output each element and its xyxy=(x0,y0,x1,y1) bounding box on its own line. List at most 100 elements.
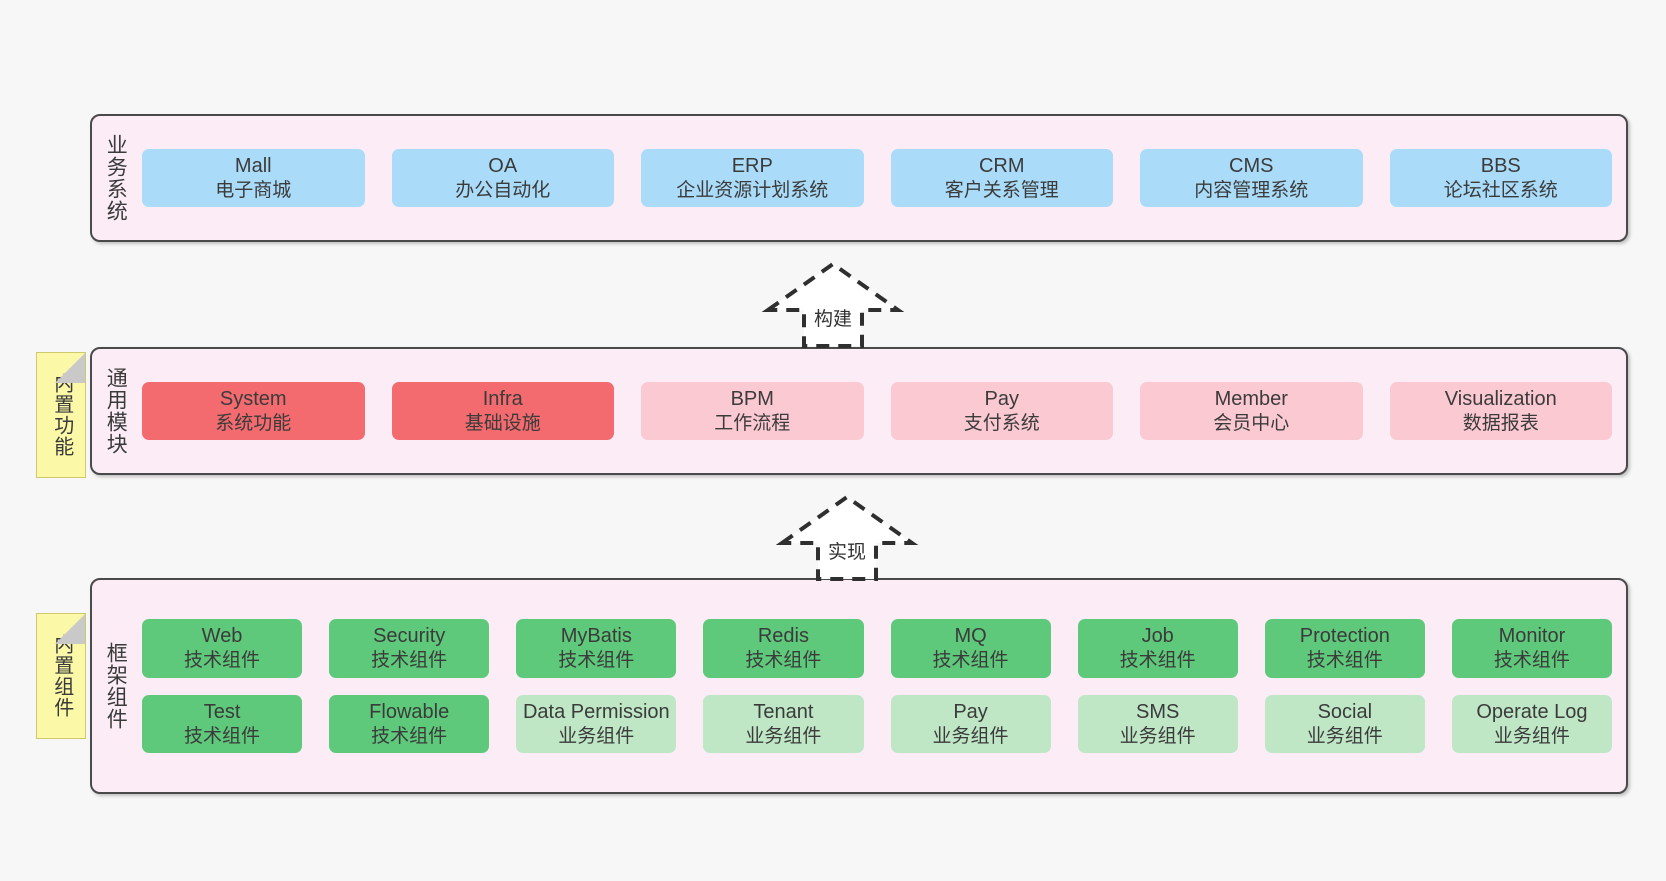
card-cms[interactable]: CMS 内容管理系统 xyxy=(1140,148,1363,208)
card-title: MQ xyxy=(954,624,987,647)
layer-business-systems: 业务系统 Mall 电子商城 OA 办公自动化 ERP 企业资源计划系统 CRM… xyxy=(90,114,1628,242)
card-title: BBS xyxy=(1480,154,1521,177)
card-security[interactable]: Security 技术组件 xyxy=(329,618,490,678)
card-subtitle: 技术组件 xyxy=(558,649,635,671)
card-title: ERP xyxy=(731,154,773,177)
card-subtitle: 基础设施 xyxy=(464,412,541,434)
up-arrow-icon xyxy=(775,494,919,581)
card-title: System xyxy=(219,387,287,410)
card-title: SMS xyxy=(1136,700,1180,723)
card-title: Flowable xyxy=(369,700,450,723)
card-subtitle: 业务组件 xyxy=(745,725,822,747)
card-erp[interactable]: ERP 企业资源计划系统 xyxy=(641,148,864,208)
card-title: Job xyxy=(1141,624,1174,647)
layer-body-common-modules: System 系统功能 Infra 基础设施 BPM 工作流程 Pay 支付系统… xyxy=(138,349,1626,473)
card-row: Web 技术组件 Security 技术组件 MyBatis 技术组件 Redi… xyxy=(142,618,1612,678)
card-title: Web xyxy=(201,624,243,647)
card-subtitle: 工作流程 xyxy=(714,412,791,434)
card-title: Infra xyxy=(482,387,523,410)
card-title: Visualization xyxy=(1444,387,1557,410)
card-subtitle: 会员中心 xyxy=(1213,412,1290,434)
card-row: Mall 电子商城 OA 办公自动化 ERP 企业资源计划系统 CRM 客户关系… xyxy=(142,148,1612,208)
card-subtitle: 论坛社区系统 xyxy=(1443,179,1558,201)
card-infra[interactable]: Infra 基础设施 xyxy=(391,381,614,441)
card-subtitle: 企业资源计划系统 xyxy=(676,179,829,201)
layer-framework-components: 框架组件 Web 技术组件 Security 技术组件 MyBatis 技术组件… xyxy=(90,578,1628,794)
card-sms[interactable]: SMS 业务组件 xyxy=(1077,694,1238,754)
layer-body-business-systems: Mall 电子商城 OA 办公自动化 ERP 企业资源计划系统 CRM 客户关系… xyxy=(138,116,1626,240)
card-subtitle: 业务组件 xyxy=(1306,725,1383,747)
card-row: Test 技术组件 Flowable 技术组件 Data Permission … xyxy=(142,694,1612,754)
card-system[interactable]: System 系统功能 xyxy=(142,381,365,441)
card-tenant[interactable]: Tenant 业务组件 xyxy=(703,694,864,754)
layer-body-framework-components: Web 技术组件 Security 技术组件 MyBatis 技术组件 Redi… xyxy=(138,580,1626,792)
card-row: System 系统功能 Infra 基础设施 BPM 工作流程 Pay 支付系统… xyxy=(142,381,1612,441)
card-operate-log[interactable]: Operate Log 业务组件 xyxy=(1451,694,1612,754)
card-subtitle: 业务组件 xyxy=(1493,725,1570,747)
card-subtitle: 技术组件 xyxy=(1119,649,1196,671)
card-subtitle: 技术组件 xyxy=(932,649,1009,671)
card-mq[interactable]: MQ 技术组件 xyxy=(890,618,1051,678)
card-title: CMS xyxy=(1229,154,1274,177)
card-title: CRM xyxy=(978,154,1025,177)
card-subtitle: 业务组件 xyxy=(1119,725,1196,747)
note-label: 内置功能 xyxy=(50,373,73,457)
card-subtitle: 电子商城 xyxy=(215,179,292,201)
card-title: Security xyxy=(373,624,446,647)
card-subtitle: 数据报表 xyxy=(1462,412,1539,434)
card-subtitle: 办公自动化 xyxy=(455,179,551,201)
card-mall[interactable]: Mall 电子商城 xyxy=(142,148,365,208)
note-builtin-features: 内置功能 xyxy=(36,352,86,478)
card-bbs[interactable]: BBS 论坛社区系统 xyxy=(1389,148,1612,208)
card-pay-module[interactable]: Pay 支付系统 xyxy=(890,381,1113,441)
card-title: Social xyxy=(1317,700,1373,723)
card-subtitle: 技术组件 xyxy=(184,725,261,747)
card-subtitle: 技术组件 xyxy=(371,649,448,671)
card-subtitle: 系统功能 xyxy=(215,412,292,434)
card-pay-component[interactable]: Pay 业务组件 xyxy=(890,694,1051,754)
card-subtitle: 技术组件 xyxy=(1306,649,1383,671)
card-web[interactable]: Web 技术组件 xyxy=(142,618,303,678)
card-title: Tenant xyxy=(753,700,814,723)
card-subtitle: 技术组件 xyxy=(184,649,261,671)
layer-common-modules: 通用模块 System 系统功能 Infra 基础设施 BPM 工作流程 Pay… xyxy=(90,347,1628,475)
card-title: Mall xyxy=(234,154,272,177)
card-subtitle: 内容管理系统 xyxy=(1194,179,1309,201)
card-crm[interactable]: CRM 客户关系管理 xyxy=(890,148,1113,208)
card-title: Member xyxy=(1214,387,1288,410)
card-data-permission[interactable]: Data Permission 业务组件 xyxy=(516,694,677,754)
card-job[interactable]: Job 技术组件 xyxy=(1077,618,1238,678)
card-protection[interactable]: Protection 技术组件 xyxy=(1264,618,1425,678)
card-test[interactable]: Test 技术组件 xyxy=(142,694,303,754)
up-arrow-icon xyxy=(761,261,905,348)
connector-implement: 实现 xyxy=(772,491,922,581)
card-monitor[interactable]: Monitor 技术组件 xyxy=(1451,618,1612,678)
card-title: BPM xyxy=(730,387,774,410)
layer-title-business-systems: 业务系统 xyxy=(104,134,128,222)
card-social[interactable]: Social 业务组件 xyxy=(1264,694,1425,754)
card-subtitle: 技术组件 xyxy=(371,725,448,747)
card-title: Redis xyxy=(757,624,809,647)
card-subtitle: 客户关系管理 xyxy=(944,179,1059,201)
card-title: Protection xyxy=(1299,624,1390,647)
card-title: MyBatis xyxy=(560,624,632,647)
card-title: Test xyxy=(203,700,241,723)
card-subtitle: 业务组件 xyxy=(932,725,1009,747)
card-visualization[interactable]: Visualization 数据报表 xyxy=(1389,381,1612,441)
note-builtin-components: 内置组件 xyxy=(36,613,86,739)
card-flowable[interactable]: Flowable 技术组件 xyxy=(329,694,490,754)
card-oa[interactable]: OA 办公自动化 xyxy=(391,148,614,208)
card-subtitle: 业务组件 xyxy=(558,725,635,747)
card-title: OA xyxy=(488,154,518,177)
card-bpm[interactable]: BPM 工作流程 xyxy=(641,381,864,441)
card-title: Operate Log xyxy=(1476,700,1588,723)
note-label: 内置组件 xyxy=(50,634,73,718)
card-title: Monitor xyxy=(1498,624,1566,647)
card-member[interactable]: Member 会员中心 xyxy=(1140,381,1363,441)
card-mybatis[interactable]: MyBatis 技术组件 xyxy=(516,618,677,678)
card-subtitle: 支付系统 xyxy=(963,412,1040,434)
connector-build: 构建 xyxy=(758,258,908,348)
card-redis[interactable]: Redis 技术组件 xyxy=(703,618,864,678)
layer-title-common-modules: 通用模块 xyxy=(104,367,128,455)
card-title: Pay xyxy=(984,387,1019,410)
